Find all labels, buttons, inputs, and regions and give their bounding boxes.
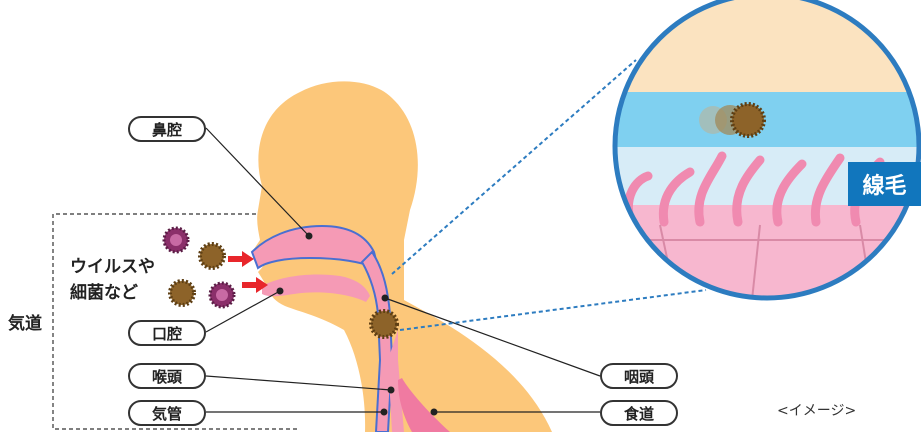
label-pharynx: 咽頭	[600, 363, 678, 389]
label-larynx: 喉頭	[128, 363, 206, 389]
label-oral-cavity: 口腔	[128, 320, 206, 346]
virus-brown-2	[170, 281, 194, 305]
label-esophagus: 食道	[600, 400, 678, 426]
label-nasal-cavity: 鼻腔	[128, 116, 206, 142]
label-cilia: 線毛	[848, 162, 921, 206]
label-trachea: 気管	[128, 400, 206, 426]
magnified-view	[600, 0, 921, 310]
arrow-nose	[228, 251, 254, 267]
label-pathogens-line1: ウイルスや	[70, 256, 155, 278]
virus-brown-1	[200, 244, 224, 268]
virus-in-pharynx	[371, 311, 397, 337]
label-pathogens-line2: 細菌など	[70, 282, 138, 304]
image-note: <イメージ>	[777, 400, 856, 420]
virus-purple-1	[164, 228, 188, 252]
virus-purple-2	[210, 283, 234, 307]
label-airway: 気道	[8, 313, 42, 335]
